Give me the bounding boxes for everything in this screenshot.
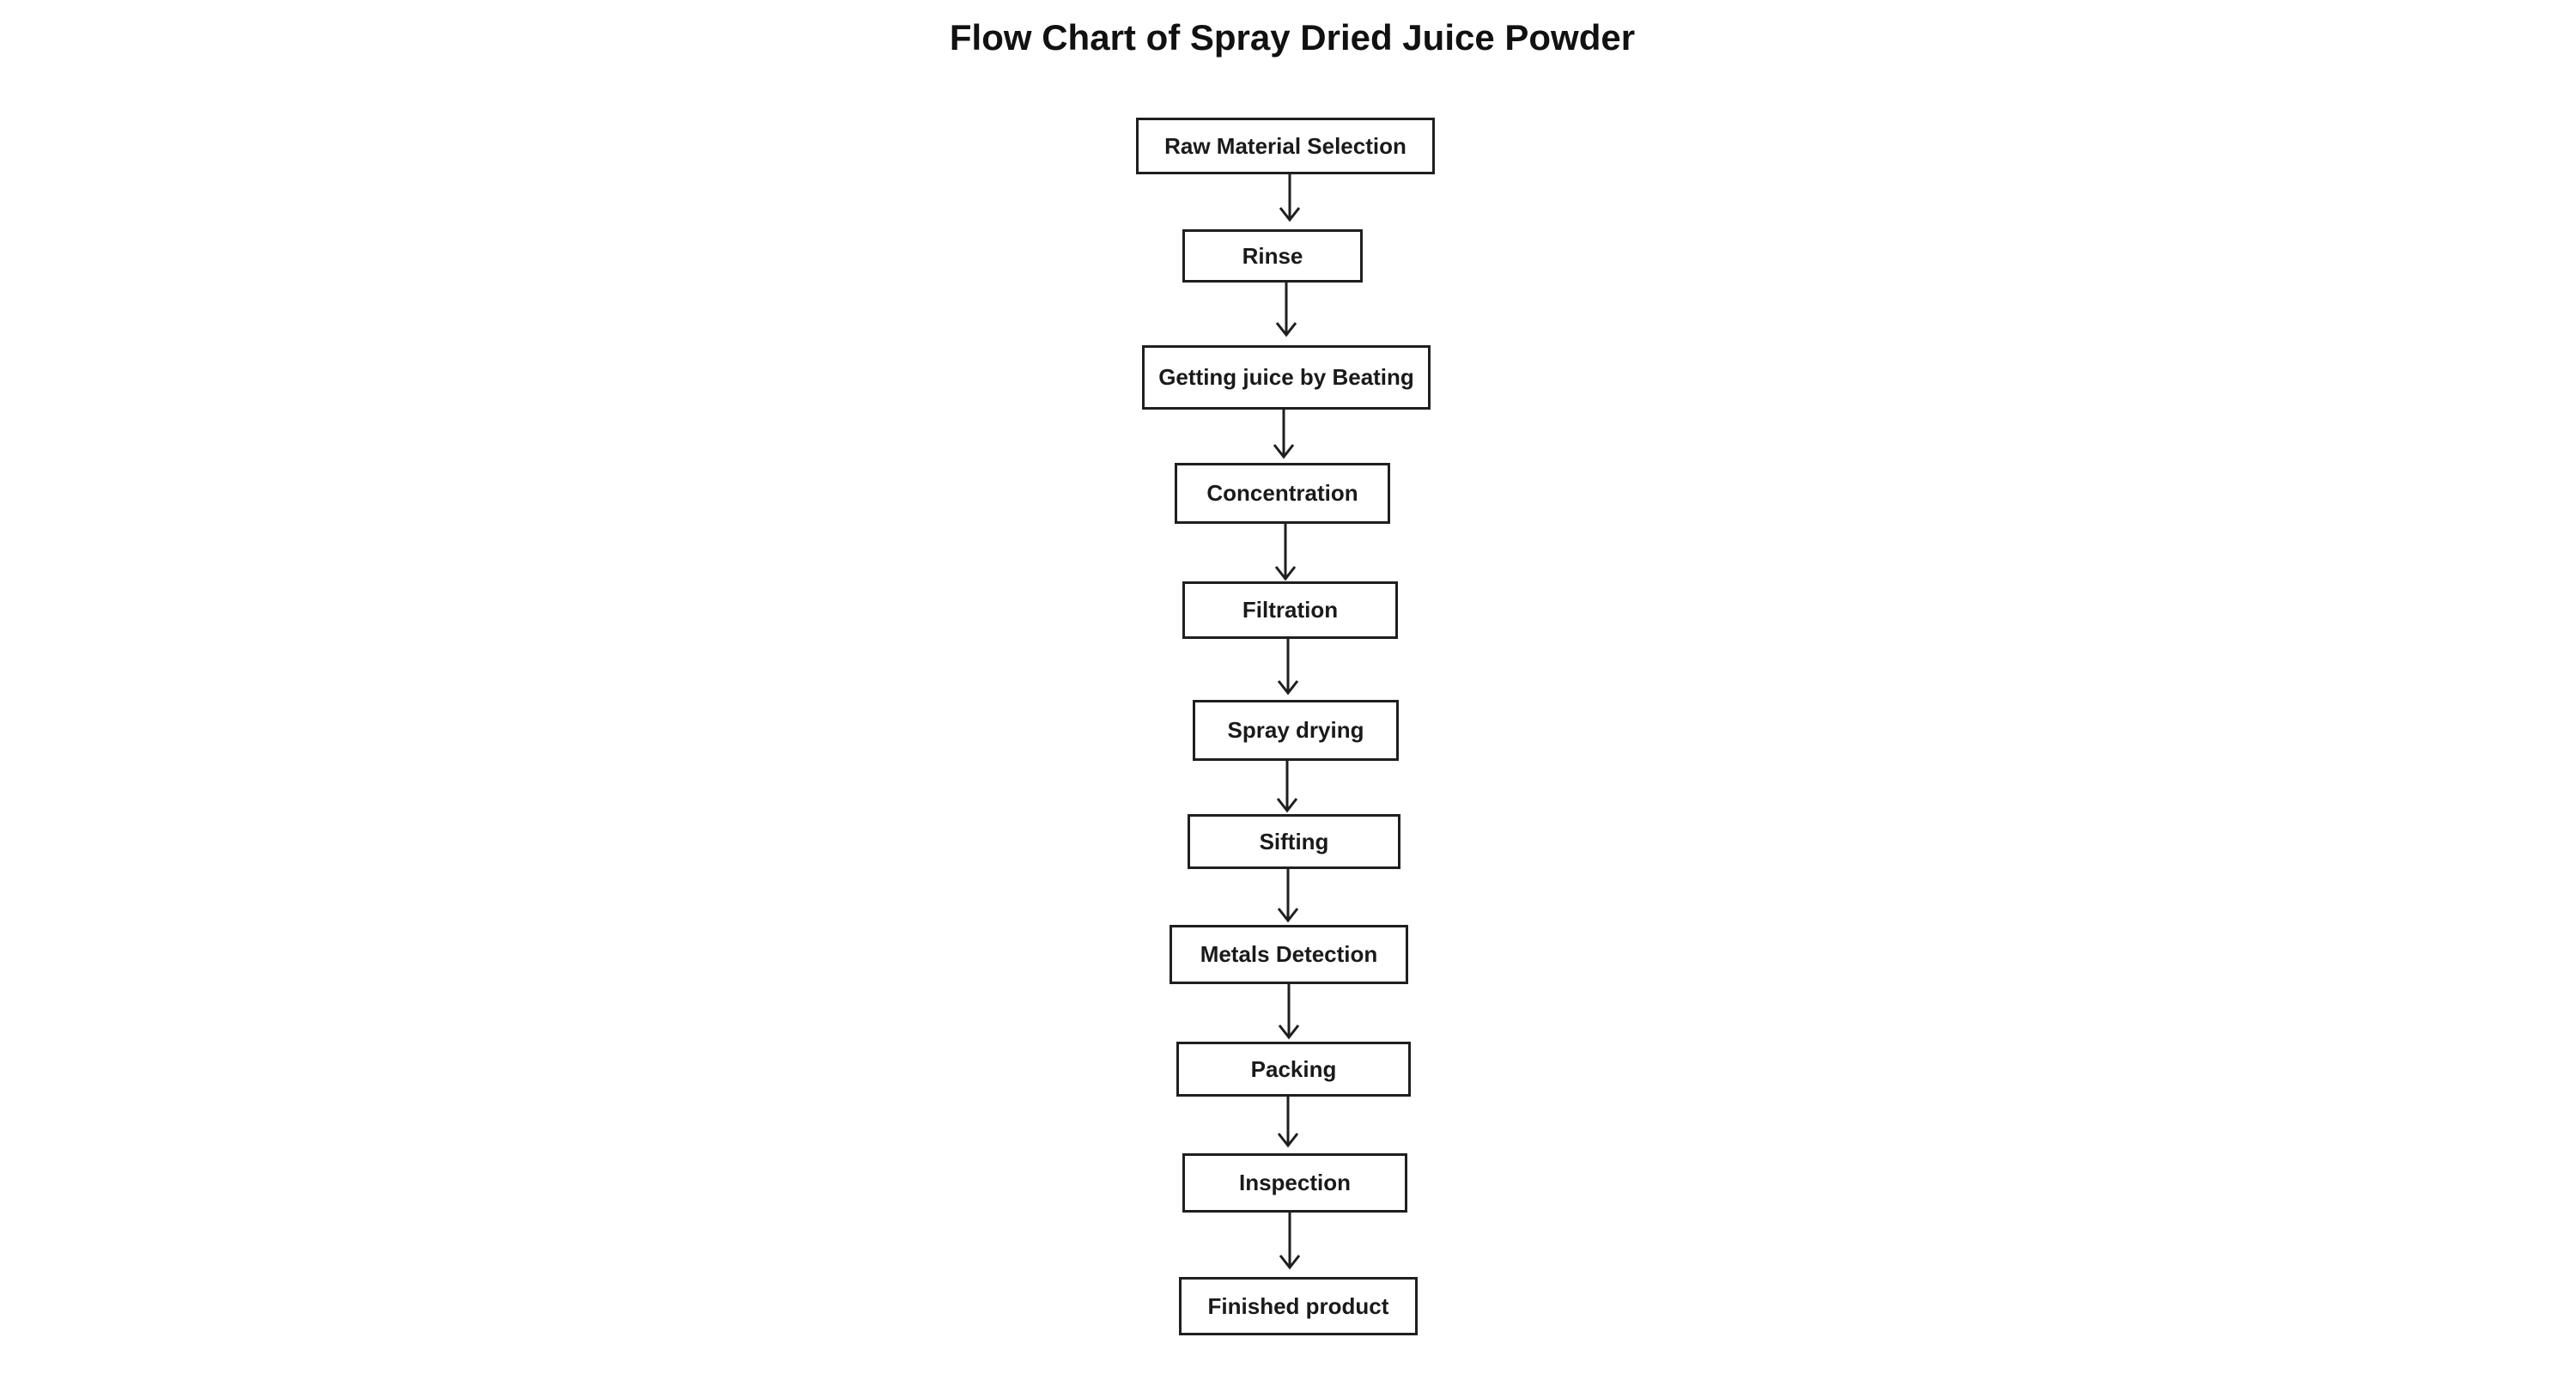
step-packing: Packing xyxy=(1176,1042,1411,1097)
arrow-8 xyxy=(1278,984,1300,1040)
step-sifting: Sifting xyxy=(1188,814,1400,869)
step-metals-detection: Metals Detection xyxy=(1170,925,1408,984)
diagram-title: Flow Chart of Spray Dried Juice Powder xyxy=(949,17,1636,58)
step-rinse: Rinse xyxy=(1182,229,1363,283)
step-getting-juice-by-beating: Getting juice by Beating xyxy=(1142,345,1431,410)
arrow-9 xyxy=(1277,1097,1299,1148)
arrow-4 xyxy=(1274,524,1297,581)
arrow-3 xyxy=(1273,410,1295,459)
arrow-5 xyxy=(1277,639,1299,696)
step-finished-product: Finished product xyxy=(1179,1277,1418,1335)
step-spray-drying: Spray drying xyxy=(1193,700,1399,761)
arrow-6 xyxy=(1276,761,1298,813)
step-filtration: Filtration xyxy=(1182,581,1398,639)
arrow-10 xyxy=(1279,1213,1301,1270)
step-concentration: Concentration xyxy=(1175,463,1390,524)
arrow-1 xyxy=(1279,174,1301,222)
step-raw-material-selection: Raw Material Selection xyxy=(1136,118,1435,174)
step-inspection: Inspection xyxy=(1182,1153,1407,1213)
arrow-7 xyxy=(1277,869,1299,923)
arrow-2 xyxy=(1275,283,1297,337)
